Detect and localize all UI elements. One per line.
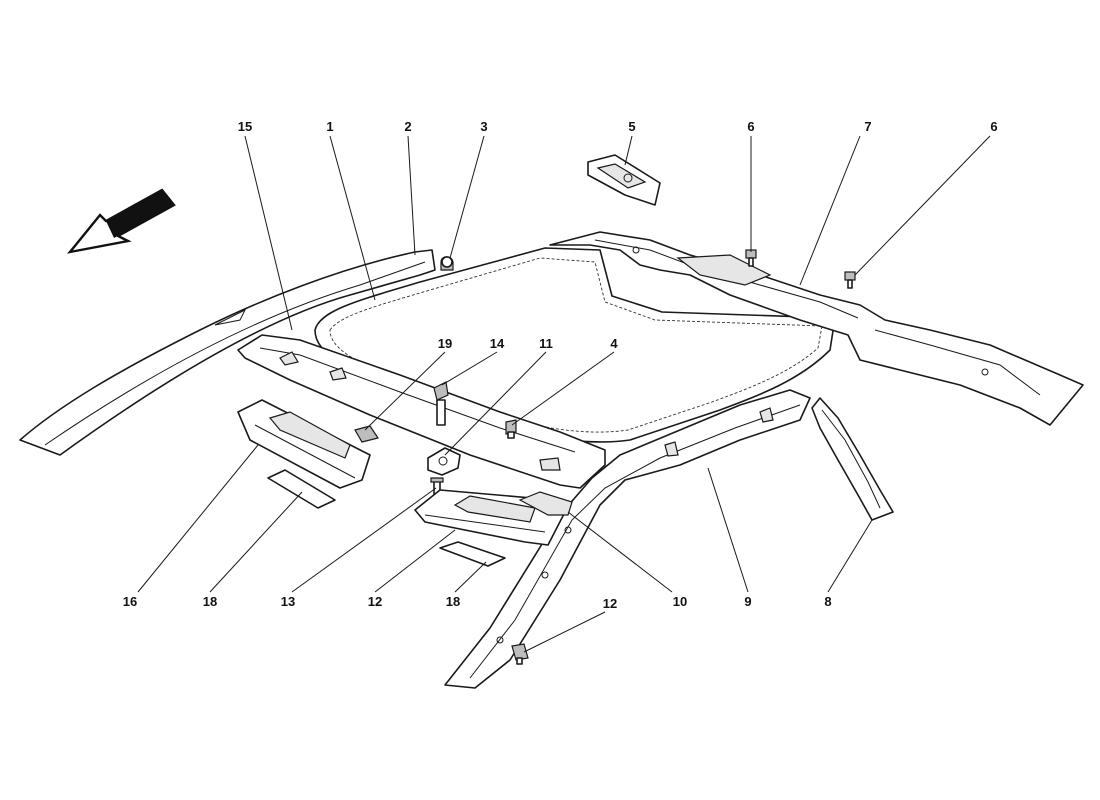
screw-14 [430, 477, 444, 495]
callout-5: 5 [628, 119, 635, 134]
right-c-pillar-trim [811, 397, 894, 521]
clip-15 [433, 381, 449, 426]
left-roof-rail-trim [237, 334, 606, 489]
callout-12: 12 [603, 596, 617, 611]
direction-arrow-icon [67, 188, 176, 254]
callout-13: 12 [368, 594, 382, 609]
vanity-label-18a [267, 469, 336, 509]
left-sun-visor [237, 399, 371, 489]
callout-17: 15 [238, 119, 252, 134]
callout-4: 4 [610, 336, 618, 351]
small-pad-19 [354, 425, 379, 443]
callout-9: 9 [744, 594, 751, 609]
callout-labels: 15 1 2 3 5 6 7 6 19 14 11 4 16 18 13 12 … [123, 119, 998, 611]
leader-lines [137, 135, 991, 653]
callout-8: 8 [824, 594, 831, 609]
sun-visor-clip-10 [518, 491, 573, 516]
callout-10: 10 [673, 594, 687, 609]
callout-18a: 18 [203, 594, 217, 609]
callout-1: 1 [326, 119, 333, 134]
interior-light-5 [587, 154, 661, 206]
callout-3: 3 [480, 119, 487, 134]
callout-6a: 6 [747, 119, 754, 134]
clip-3 [440, 256, 454, 271]
callout-6b: 6 [990, 119, 997, 134]
push-fastener-6a [745, 249, 757, 267]
callout-11: 11 [539, 336, 553, 351]
rear-header-trim [549, 231, 1084, 426]
callout-14: 13 [281, 594, 295, 609]
callout-16: 16 [123, 594, 137, 609]
callout-7: 7 [864, 119, 871, 134]
callout-18b: 18 [446, 594, 460, 609]
callout-15: 14 [490, 336, 505, 351]
callout-2: 2 [404, 119, 411, 134]
sun-visor-bracket-11 [427, 447, 461, 476]
vanity-label-18b [439, 541, 506, 567]
right-pillar-trim [444, 389, 811, 689]
callout-19: 19 [438, 336, 452, 351]
push-fastener-6b [844, 271, 856, 289]
clip-12 [511, 643, 529, 665]
